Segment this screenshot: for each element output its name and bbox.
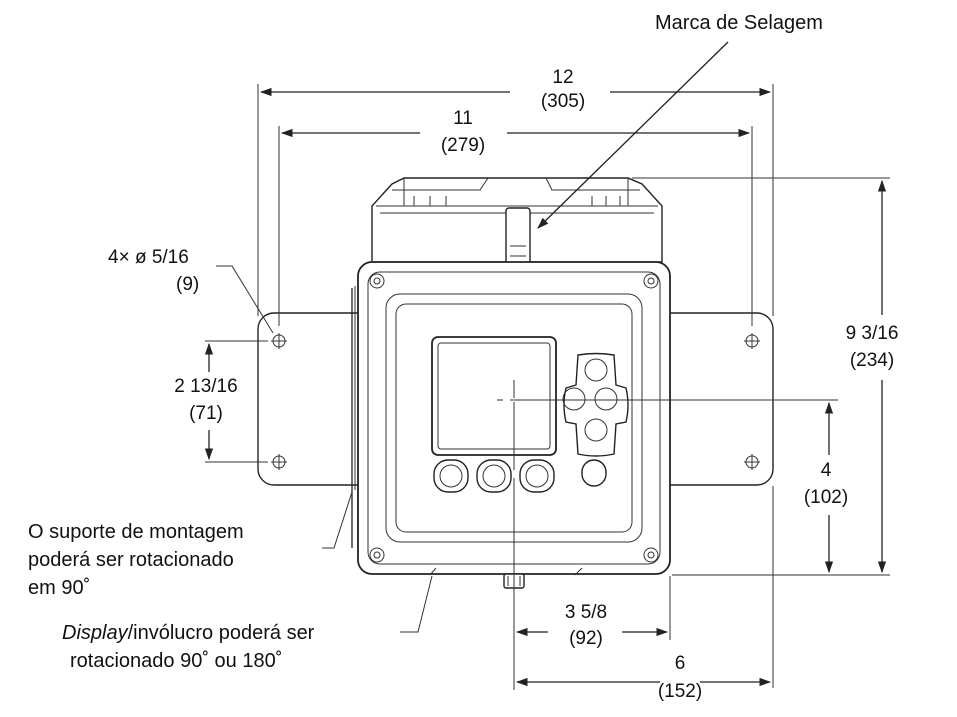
dim-2-13-16-inch-label: 2 13/16 [174,376,237,397]
display-note-line-2: rotacionado 90˚ ou 180˚ [70,650,282,672]
mounting-hole-top-right [744,333,760,349]
dim-2-13-16-mm-label: (71) [189,403,223,424]
sealing-mark-label: Marca de Selagem [655,12,823,34]
dimension-11: 11 (279) [278,108,753,326]
display-note-rest: /invólucro poderá ser [128,622,315,644]
dim-11-mm-label: (279) [441,135,485,156]
corner-screw-top-left [369,273,385,289]
dimension-12: 12 (305) [257,67,774,316]
display-note-italic: Display [62,622,129,644]
bracket-note-line-3: em 90˚ [28,577,90,599]
key-left [562,387,586,411]
mounting-hole-top-left [271,333,287,349]
dimension-2-13-16: 2 13/16 (71) [174,340,268,463]
bracket-rotation-note: O suporte de montagem poderá ser rotacio… [28,491,353,599]
navigation-keypad [562,352,629,487]
key-up [584,358,608,382]
corner-screw-bottom-left [369,547,385,563]
dim-3-5-8-inch-label: 3 5/8 [565,602,607,623]
dim-6-inch-label: 6 [675,653,686,674]
bracket-note-line-1: O suporte de montagem [28,521,244,543]
hole-mm-label: (9) [176,274,199,295]
dim-6-mm-label: (152) [658,681,702,702]
centerlines [497,380,838,690]
bracket-note-line-2: poderá ser rotacionado [28,549,234,571]
dimension-4: 4 (102) [804,401,848,574]
top-cover [371,177,663,267]
dim-9-3-16-inch-label: 9 3/16 [846,323,899,344]
display-screen [431,336,557,456]
display-rotation-note: Display/invólucro poderá ser rotacionado… [62,575,433,672]
corner-screw-bottom-right [643,547,659,563]
corner-screw-top-right [643,273,659,289]
dim-4-mm-label: (102) [804,487,848,508]
dim-12-inch-label: 12 [552,67,573,88]
key-extra [581,459,607,487]
dim-12-mm-label: (305) [541,91,585,112]
dim-4-inch-label: 4 [821,460,832,481]
dimension-9-3-16: 9 3/16 (234) [632,177,899,576]
mounting-hole-bottom-left [271,454,287,470]
dim-3-5-8-mm-label: (92) [569,628,603,649]
key-down [584,418,608,442]
hole-inch-label: 4× ø 5/16 [108,247,189,268]
soft-keys [433,459,555,493]
display-note-line-1: Display/invólucro poderá ser [62,622,315,644]
mounting-hole-bottom-right [744,454,760,470]
dim-9-3-16-mm-label: (234) [850,350,894,371]
dim-11-inch-label: 11 [453,108,473,129]
sealing-mark-callout: Marca de Selagem [537,12,823,229]
key-right [594,387,618,411]
hole-callout: 4× ø 5/16 (9) [108,247,274,334]
dimension-6: 6 (152) [515,486,774,702]
dimension-3-5-8: 3 5/8 (92) [515,576,671,649]
